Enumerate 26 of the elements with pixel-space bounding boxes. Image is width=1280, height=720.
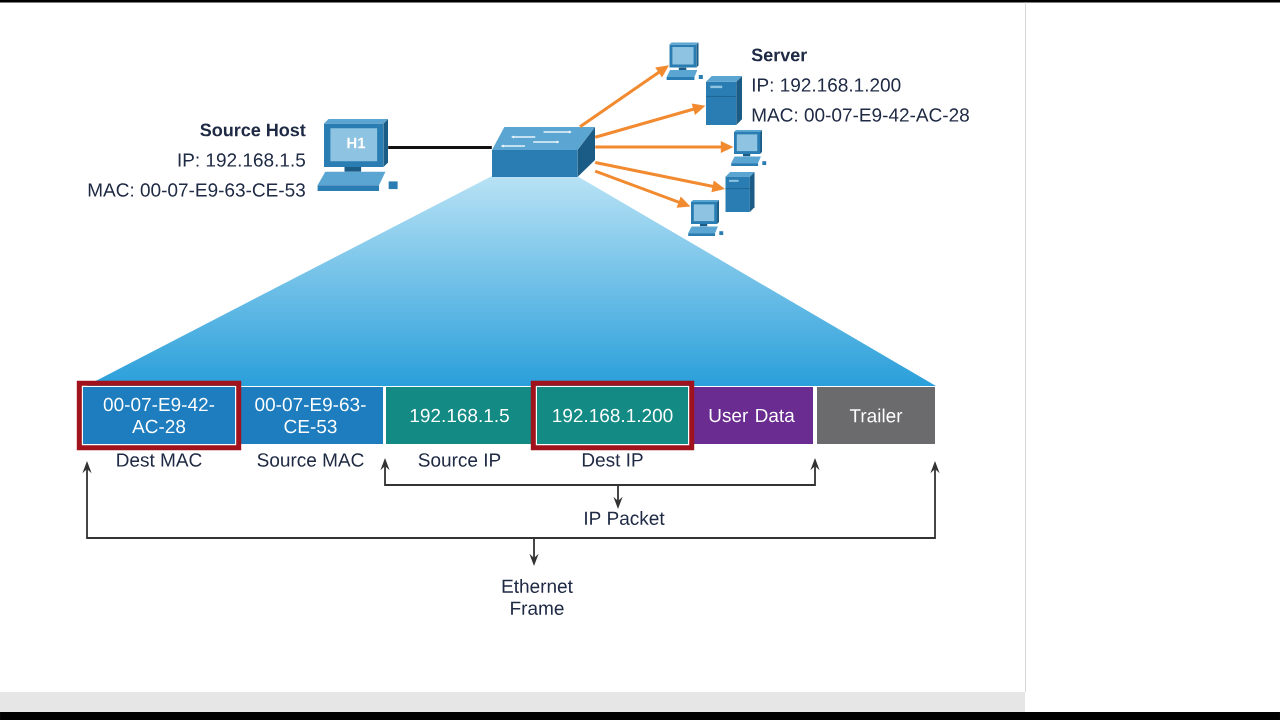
address-text: IP: 192.168.1.200 — [752, 78, 901, 92]
server — [705, 76, 742, 125]
computer — [666, 42, 703, 80]
frame-field: User Data — [690, 387, 813, 444]
frame-field: 192.168.1.5 — [386, 387, 533, 444]
frame-field: 00-07-E9-63-CE-53 — [238, 387, 383, 444]
frame-field: Trailer — [817, 387, 935, 444]
frame-field: 192.168.1.200 — [537, 387, 688, 444]
field-name: Dest MAC — [117, 453, 202, 467]
computer — [731, 130, 767, 166]
device-name: Server — [751, 48, 807, 62]
bracket-label: Ethernet Frame — [502, 579, 573, 615]
address-text: MAC: 00-07-E9-42-AC-28 — [752, 108, 969, 122]
address-text: IP: 192.168.1.5 — [178, 153, 305, 167]
address-text: MAC: 00-07-E9-63-CE-53 — [88, 183, 305, 197]
server — [725, 172, 755, 212]
field-name: Dest IP — [582, 453, 643, 467]
computer — [688, 200, 724, 236]
device-name: Source Host — [200, 123, 306, 137]
field-name: Source MAC — [257, 453, 364, 467]
bracket-label: IP Packet — [585, 511, 665, 525]
field-name: Source IP — [418, 453, 501, 467]
frame-field: 00-07-E9-42-AC-28 — [83, 387, 235, 444]
computer: H1 — [317, 119, 398, 191]
connection-line — [388, 146, 492, 149]
network-switch — [492, 127, 595, 177]
